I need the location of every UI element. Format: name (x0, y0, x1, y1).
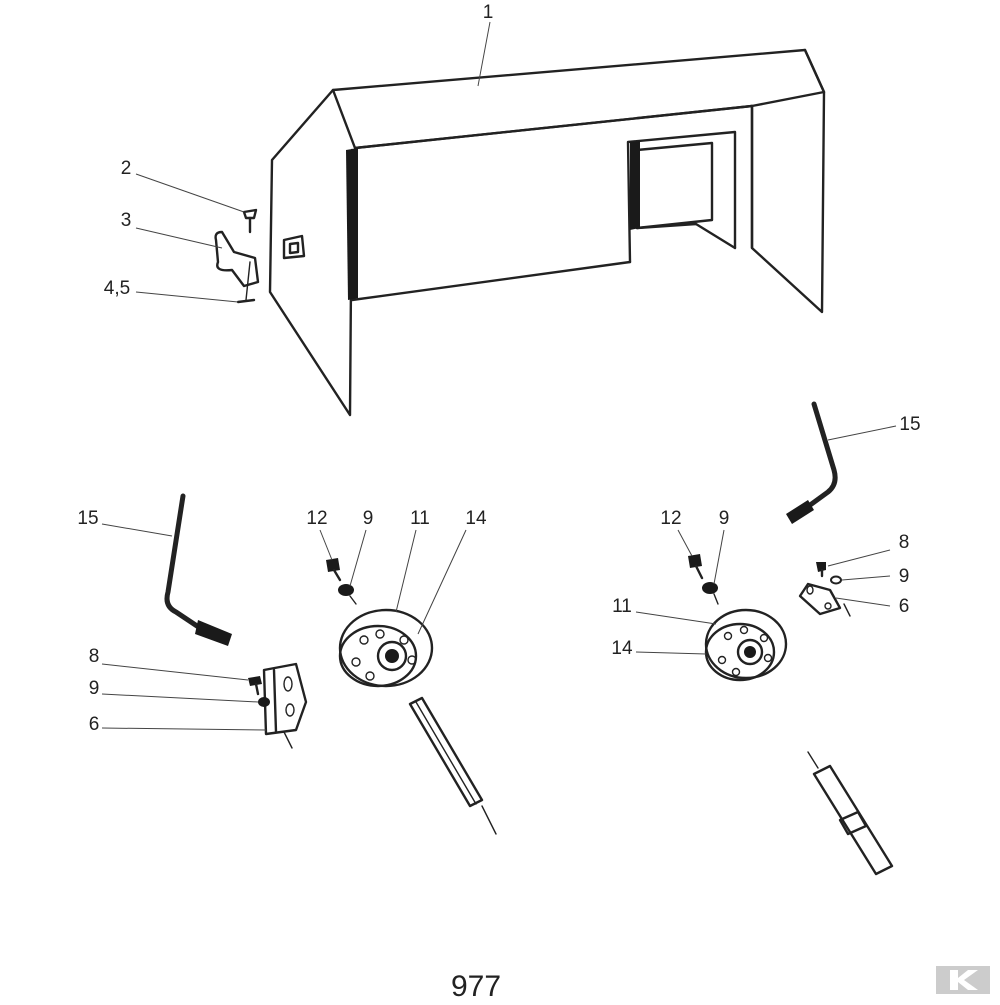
bracket-left (248, 662, 308, 749)
label-part-15-left: 15 (77, 508, 98, 529)
label-part-1: 1 (483, 2, 494, 23)
label-part-14-right: 14 (611, 638, 633, 659)
label-part-8-left: 8 (89, 646, 100, 667)
handle-left (164, 493, 232, 646)
callout-labels: 1 2 3 4,5 15 15 12 9 11 14 12 9 8 9 6 11… (77, 2, 920, 735)
label-part-3: 3 (121, 210, 132, 231)
leader-lines (101, 21, 897, 731)
label-part-9-right-bracket: 9 (899, 566, 910, 587)
label-part-11-left: 11 (410, 508, 430, 529)
label-part-8-right: 8 (899, 532, 910, 553)
label-part-14-left: 14 (465, 508, 487, 529)
label-part-9-right: 9 (719, 508, 730, 529)
label-part-12-right: 12 (660, 508, 681, 529)
label-part-12-left: 12 (306, 508, 327, 529)
shaft-left (408, 696, 497, 835)
latch-assembly (214, 208, 260, 304)
label-part-9-left: 9 (363, 508, 374, 529)
shaft-right (807, 751, 894, 876)
label-part-15-right: 15 (899, 414, 920, 435)
page-number: 977 (451, 970, 501, 1000)
label-part-2: 2 (121, 158, 132, 179)
label-part-6-right: 6 (899, 596, 910, 617)
bracket-right (798, 562, 851, 617)
label-part-11-right: 11 (612, 596, 632, 617)
label-part-6-left: 6 (89, 714, 100, 735)
label-part-9-left-bracket: 9 (89, 678, 100, 699)
wheel-right (688, 554, 788, 682)
cover-hood (268, 48, 826, 417)
wheel-left (326, 558, 434, 688)
label-part-4-5: 4,5 (104, 278, 130, 299)
handle-right (786, 401, 838, 524)
brand-k-logo-icon (936, 966, 990, 994)
